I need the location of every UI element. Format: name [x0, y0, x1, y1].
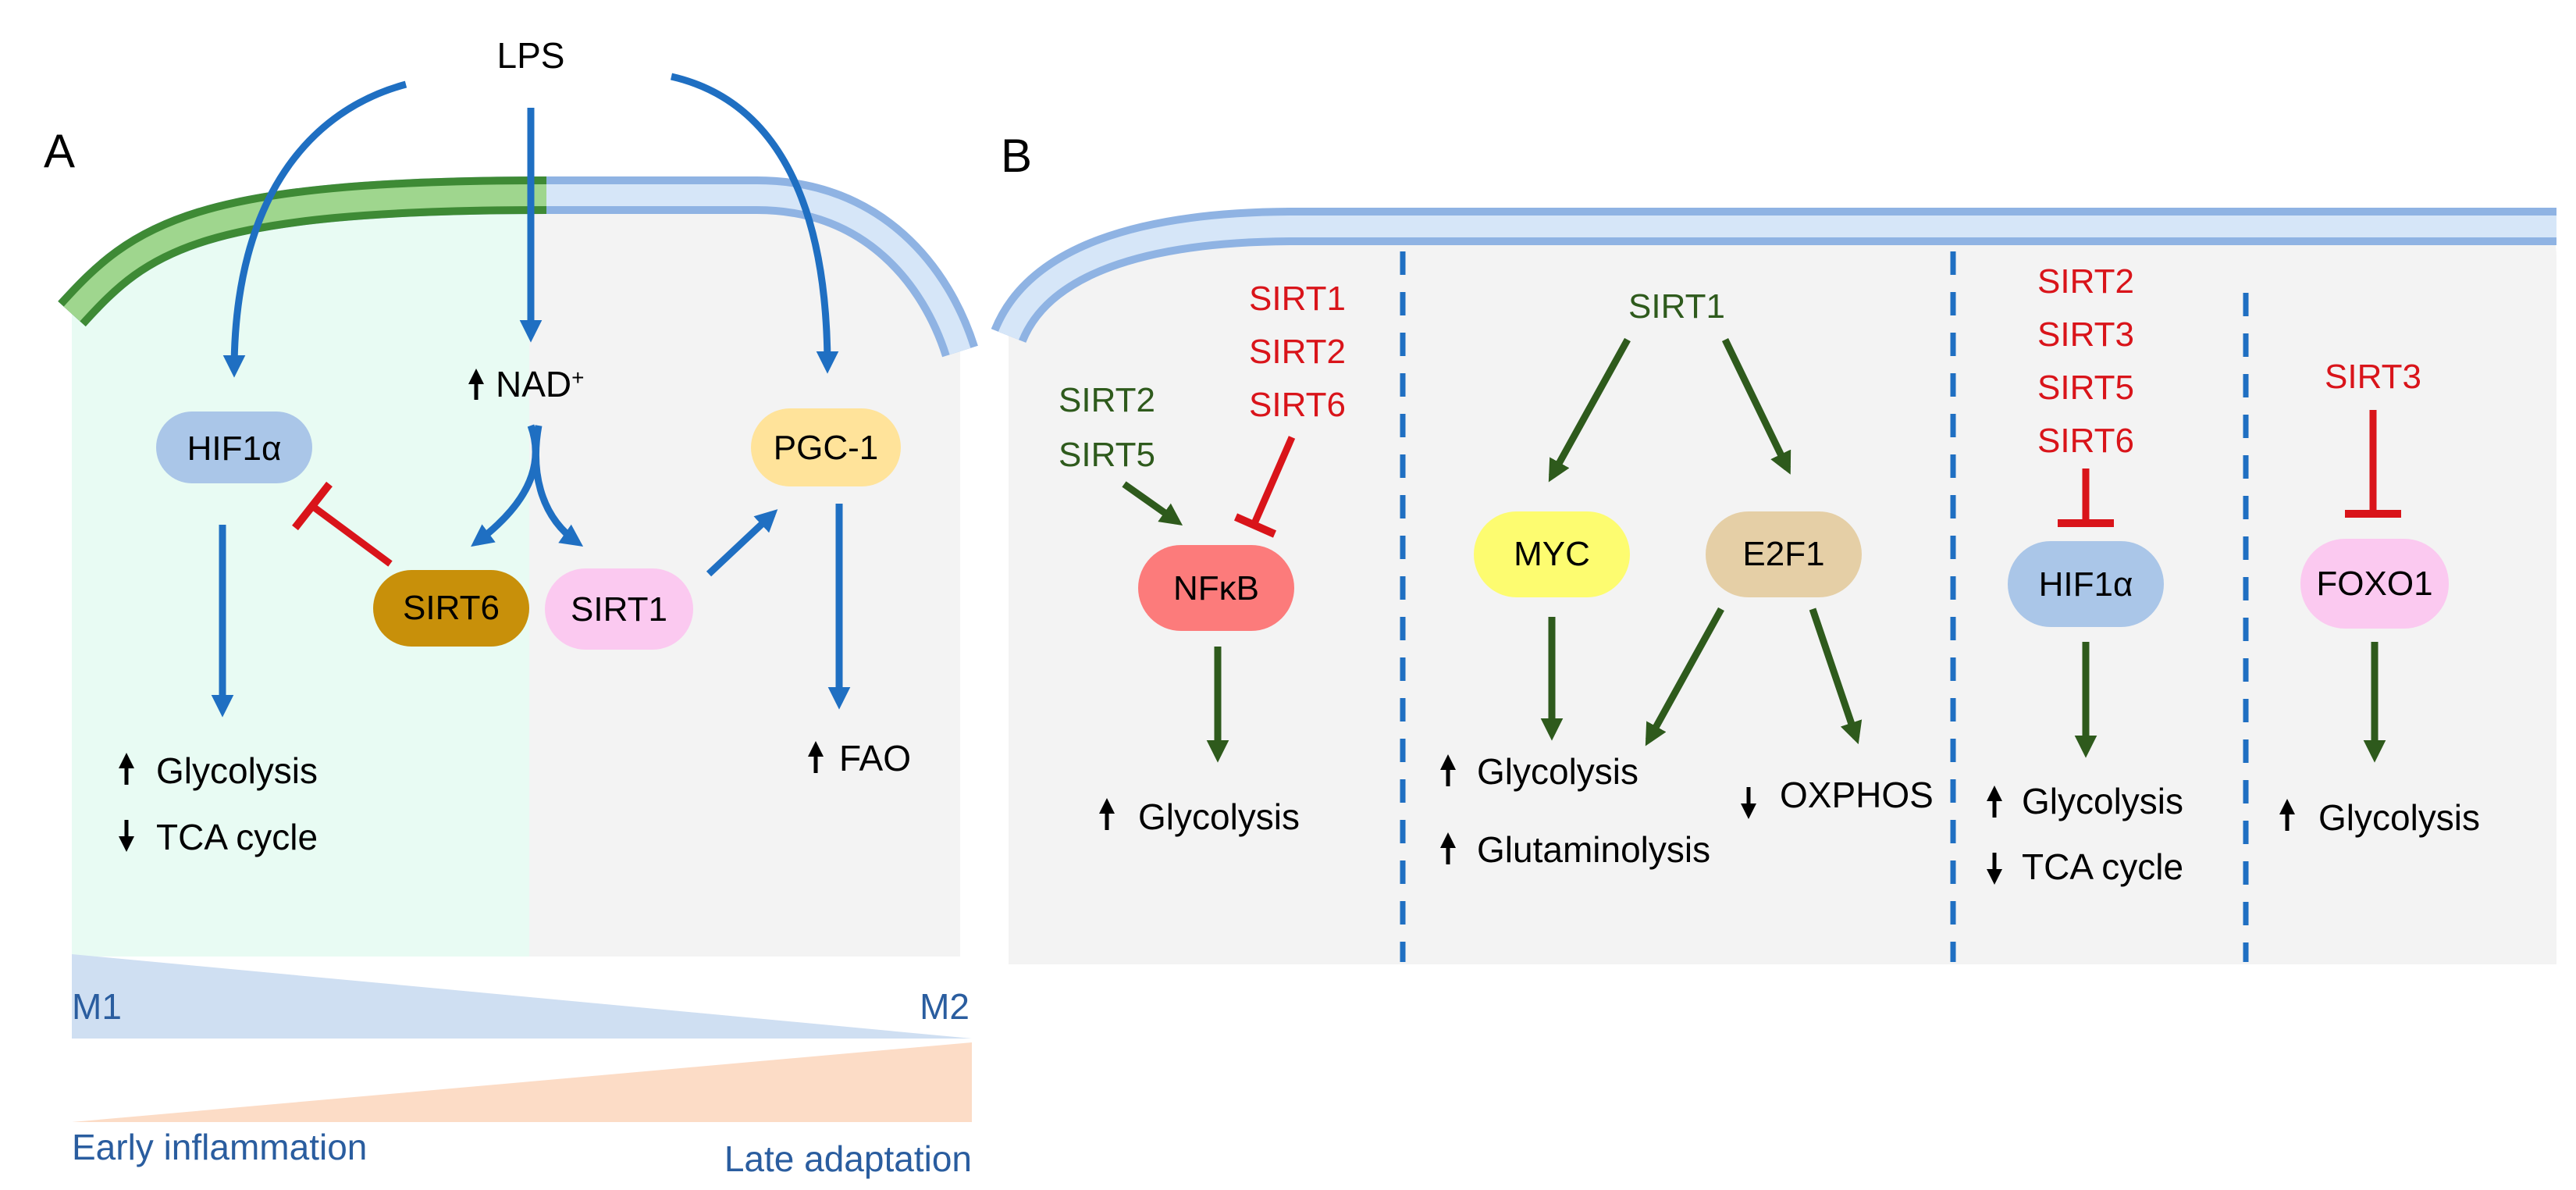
svg-text:MYC: MYC	[1514, 535, 1590, 573]
inhibit-line-nfkb	[1251, 436, 1296, 523]
activator-sirt5: SIRT5	[1059, 436, 1155, 474]
arrow-lps-to-hif1a	[222, 80, 407, 378]
node-foxo1: FOXO1	[2300, 539, 2449, 629]
svg-text:SIRT6: SIRT6	[403, 589, 500, 627]
column-nfkb: SIRT2 SIRT5 SIRT1 SIRT2 SIRT6 NFκB Glyco…	[1059, 280, 1346, 837]
node-sirt1-a: SIRT1	[545, 568, 693, 650]
svg-text:HIF1α: HIF1α	[187, 429, 282, 468]
inhibitor-sirt2: SIRT2	[1249, 333, 1346, 371]
svg-text:SIRT1: SIRT1	[571, 590, 667, 629]
inhibitor-sirt6: SIRT6	[2037, 422, 2134, 460]
output-glycolysis-b4: Glycolysis	[2318, 797, 2480, 838]
output-glycolysis-a: Glycolysis	[119, 750, 318, 791]
early-inflammation-label: Early inflammation	[72, 1127, 367, 1167]
m1-label: M1	[72, 986, 122, 1027]
output-glycolysis-b1: Glycolysis	[1138, 796, 1300, 837]
m2-label: M2	[920, 986, 970, 1027]
nad-level: NAD+	[468, 364, 584, 404]
svg-text:Glycolysis: Glycolysis	[156, 750, 318, 791]
arrow-e2f1-to-oxphos	[1809, 607, 1863, 745]
panel-a: A LPS NAD+ HIF1α	[44, 35, 978, 1179]
panel-b-label: B	[1001, 130, 1032, 182]
column-myc-e2f1: SIRT1 MYC E2F1 Glycolysis Glutaminolysis…	[1440, 287, 1934, 870]
output-glycolysis-b3: Glycolysis	[2022, 781, 2183, 821]
output-tca-a: TCA cycle	[119, 817, 318, 857]
svg-text:HIF1α: HIF1α	[2039, 565, 2133, 604]
svg-text:NFκB: NFκB	[1173, 569, 1259, 607]
svg-text:TCA cycle: TCA cycle	[156, 817, 318, 857]
output-fao-a: FAO	[808, 738, 911, 778]
node-pgc1-a: PGC-1	[751, 408, 901, 486]
arrow-activators-to-nfkb	[1122, 481, 1183, 526]
node-hif1a-a: HIF1α	[156, 412, 312, 483]
node-myc: MYC	[1474, 511, 1630, 597]
inhibitor-sirt5: SIRT5	[2037, 369, 2134, 407]
inhibitor-sirt1: SIRT1	[1249, 280, 1346, 318]
late-adaptation-label: Late adaptation	[724, 1138, 972, 1179]
output-oxphos: OXPHOS	[1780, 775, 1934, 815]
arrow-nad-to-sirt1	[532, 425, 584, 547]
output-tca-b3: TCA cycle	[2022, 846, 2183, 887]
inhibitor-sirt6: SIRT6	[1249, 386, 1346, 424]
inhibitor-sirt3: SIRT3	[2325, 358, 2421, 396]
inhibit-sirt6-hif1a	[292, 481, 393, 567]
node-nfkb: NFκB	[1138, 545, 1294, 631]
activator-sirt2: SIRT2	[1059, 381, 1155, 419]
svg-text:FAO: FAO	[839, 738, 911, 778]
panel-b: B SIRT2 SIRT5 SIRT1 SIRT2 SIRT6 NFκB Gly…	[991, 130, 2556, 964]
regulator-sirt1: SIRT1	[1628, 287, 1725, 326]
output-glutaminolysis: Glutaminolysis	[1477, 829, 1710, 870]
lps-label: LPS	[497, 35, 565, 76]
column-hif1a: SIRT2 SIRT3 SIRT5 SIRT6 HIF1α Glycolysis…	[1987, 262, 2183, 887]
svg-text:FOXO1: FOXO1	[2316, 565, 2432, 603]
inhibitor-sirt2: SIRT2	[2037, 262, 2134, 301]
column-foxo1: SIRT3 FOXO1 Glycolysis	[2279, 358, 2480, 838]
node-hif1a-b: HIF1α	[2008, 541, 2164, 627]
svg-text:PGC-1: PGC-1	[774, 429, 878, 467]
membrane-inner-green	[63, 184, 547, 322]
svg-text:E2F1: E2F1	[1742, 535, 1824, 573]
arrow-lps-to-pgc1	[670, 73, 839, 374]
node-e2f1: E2F1	[1706, 511, 1862, 597]
arrow-e2f1-to-glycolysis	[1645, 607, 1724, 746]
arrow-sirt1-to-myc	[1548, 337, 1631, 483]
panel-a-label: A	[44, 125, 75, 177]
arrow-sirt1-to-e2f1	[1721, 338, 1791, 475]
output-glycolysis-b2: Glycolysis	[1477, 751, 1638, 792]
inhibit-bar-nfkb	[1233, 513, 1277, 538]
node-sirt6-a: SIRT6	[373, 570, 529, 647]
early-late-gradient-wedge	[72, 1042, 972, 1122]
m1-gradient-wedge	[72, 954, 972, 1039]
membrane-b-inner	[998, 216, 2556, 340]
inhibitor-sirt3: SIRT3	[2037, 315, 2134, 354]
arrow-sirt1-to-pgc1	[706, 509, 778, 577]
nad-label: NAD+	[496, 364, 584, 404]
